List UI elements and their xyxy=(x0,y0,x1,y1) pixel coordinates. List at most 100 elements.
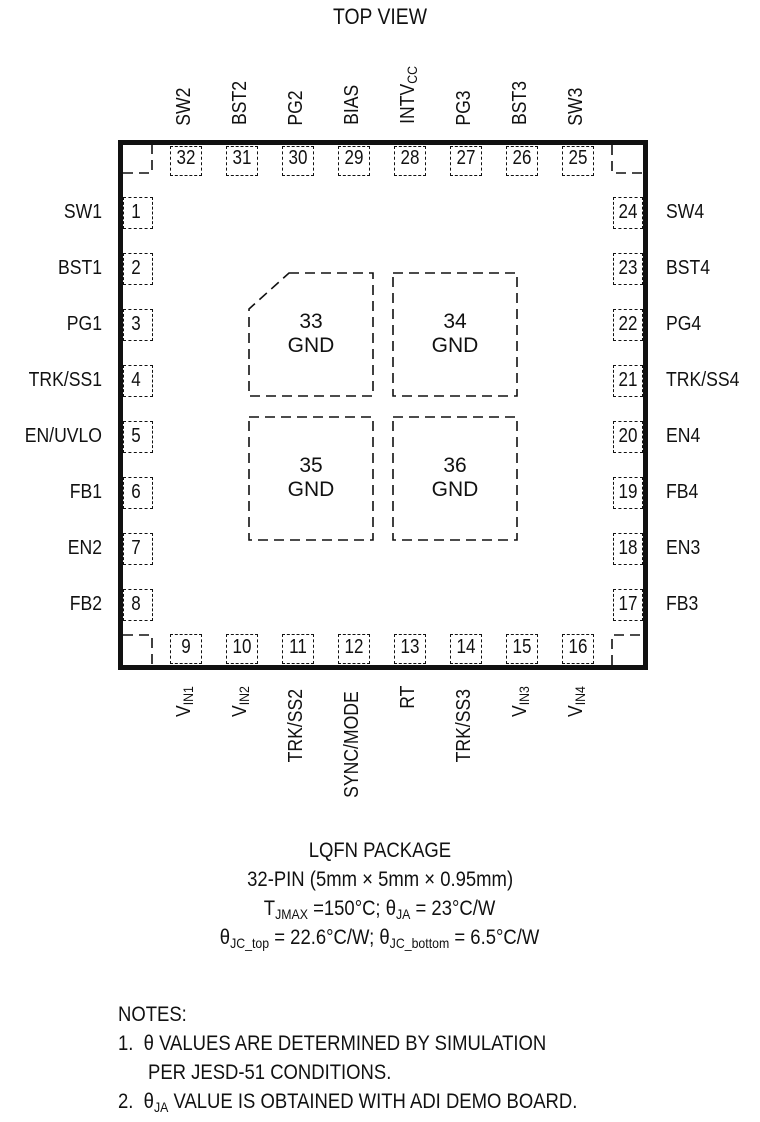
pin-pad xyxy=(506,146,538,176)
pin-pad xyxy=(394,146,426,176)
pin-pad xyxy=(394,634,426,664)
pin-pad xyxy=(613,197,643,229)
pin-number: 28 xyxy=(400,147,420,169)
exposed-pad-34: 34 GND xyxy=(393,310,517,358)
note-2: 2. θJA VALUE IS OBTAINED WITH ADI DEMO B… xyxy=(118,1090,578,1115)
pin-pad xyxy=(613,421,643,453)
pin-pad xyxy=(613,533,643,565)
pin-pad xyxy=(170,146,202,176)
pin-label-vin2: VIN2 xyxy=(229,686,252,718)
pin-label-bst3: BST3 xyxy=(509,80,531,125)
pin-label-bst2: BST2 xyxy=(229,80,251,125)
pin-number: 11 xyxy=(289,636,307,658)
pin-number: 5 xyxy=(131,425,141,447)
diagram-title: TOP VIEW xyxy=(333,4,427,29)
pad-outlines xyxy=(123,145,643,665)
pin-pad xyxy=(123,421,153,453)
pin-label-sw3: SW3 xyxy=(565,87,587,126)
note-1-cont: PER JESD-51 CONDITIONS. xyxy=(148,1061,392,1084)
pin-label-sw1: SW1 xyxy=(63,201,102,223)
thermal-jc: θJC_top = 22.6°C/W; θJC_bottom = 6.5°C/W xyxy=(220,926,540,951)
pin-label-rt: RT xyxy=(397,685,419,709)
pin-number: 18 xyxy=(618,537,638,559)
package-outline xyxy=(118,140,648,670)
pin-number: 4 xyxy=(131,369,141,391)
pin-pad xyxy=(282,146,314,176)
pin-number: 10 xyxy=(232,636,252,658)
pin-number: 1 xyxy=(131,201,141,223)
pin-number: 29 xyxy=(344,147,364,169)
pin-label-sw4: SW4 xyxy=(666,201,705,223)
pin-number: 23 xyxy=(618,257,638,279)
pad-number: 35 xyxy=(299,454,323,477)
pin-number: 9 xyxy=(181,636,191,658)
pin-pad xyxy=(123,477,153,509)
pin-pad xyxy=(170,634,202,664)
pin-number: 22 xyxy=(618,313,638,335)
pin-number: 7 xyxy=(131,537,141,559)
pin-label-trk-ss1: TRK/SS1 xyxy=(28,369,103,391)
package-dimensions: 32-PIN (5mm × 5mm × 0.95mm) xyxy=(247,868,513,891)
pin-number: 3 xyxy=(131,313,141,335)
pin-label-sync-mode: SYNC/MODE xyxy=(341,691,363,798)
pin-label-trk-ss3: TRK/SS3 xyxy=(453,689,475,763)
pin-label-pg3: PG3 xyxy=(453,90,475,126)
notes-heading: NOTES: xyxy=(118,1003,187,1026)
pin-label-pg1: PG1 xyxy=(66,313,102,335)
pin-label-fb3: FB3 xyxy=(666,593,699,615)
pin-number: 25 xyxy=(568,147,588,169)
pin-label-fb1: FB1 xyxy=(69,481,102,503)
pin-label-pg2: PG2 xyxy=(285,90,307,126)
pin-label-intv: INTVCC xyxy=(397,66,420,125)
pin-pad xyxy=(613,309,643,341)
pad-number: 34 xyxy=(443,310,467,333)
pin-pad xyxy=(613,477,643,509)
pad-name: GND xyxy=(431,478,479,501)
pin-pad xyxy=(338,634,370,664)
pin-label-en2: EN2 xyxy=(67,537,102,559)
thermal-ja: TJMAX =150°C; θJA = 23°C/W xyxy=(264,897,496,922)
pin-number: 14 xyxy=(456,636,476,658)
pin-pad xyxy=(226,146,258,176)
pin-pad xyxy=(123,589,153,621)
pin-number: 15 xyxy=(512,636,532,658)
note-1: 1. θ VALUES ARE DETERMINED BY SIMULATION xyxy=(118,1032,547,1055)
pin-number: 24 xyxy=(618,201,638,223)
pin-number: 6 xyxy=(131,481,141,503)
pad-number: 33 xyxy=(299,310,323,333)
pad-name: GND xyxy=(431,334,479,357)
exposed-pad-35: 35 GND xyxy=(249,454,373,502)
pin-pad xyxy=(123,533,153,565)
pin-label-trk-ss2: TRK/SS2 xyxy=(285,689,307,763)
pin-pad xyxy=(613,253,643,285)
pin-label-bst4: BST4 xyxy=(666,257,711,279)
pin-number: 16 xyxy=(568,636,588,658)
pin-number: 19 xyxy=(618,481,638,503)
pin-pad xyxy=(123,365,153,397)
pin-label-en3: EN3 xyxy=(666,537,701,559)
pin-pad xyxy=(123,197,153,229)
pin-label-vin3: VIN3 xyxy=(509,686,532,718)
pin-label-fb2: FB2 xyxy=(69,593,102,615)
pin-label-bias: BIAS xyxy=(341,85,363,126)
pin-number: 12 xyxy=(344,636,364,658)
pin-label-vin1: VIN1 xyxy=(173,686,196,718)
pin-label-fb4: FB4 xyxy=(666,481,699,503)
pad-name: GND xyxy=(287,334,335,357)
pin-label-trk-ss4: TRK/SS4 xyxy=(666,369,740,391)
pin-pad xyxy=(226,634,258,664)
pin-pad xyxy=(338,146,370,176)
pin-pad xyxy=(562,634,594,664)
package-name: LQFN PACKAGE xyxy=(308,839,452,862)
pin-number: 13 xyxy=(400,636,420,658)
pad-number: 36 xyxy=(443,454,467,477)
pin-label-bst1: BST1 xyxy=(57,257,102,279)
pad-name: GND xyxy=(287,478,335,501)
pin-label-vin4: VIN4 xyxy=(565,686,588,718)
pin-number: 30 xyxy=(288,147,308,169)
pin-pad xyxy=(613,365,643,397)
pin-label-pg4: PG4 xyxy=(666,313,702,335)
pin-pad xyxy=(450,146,482,176)
pin-pad xyxy=(450,634,482,664)
pin-number: 32 xyxy=(176,147,196,169)
